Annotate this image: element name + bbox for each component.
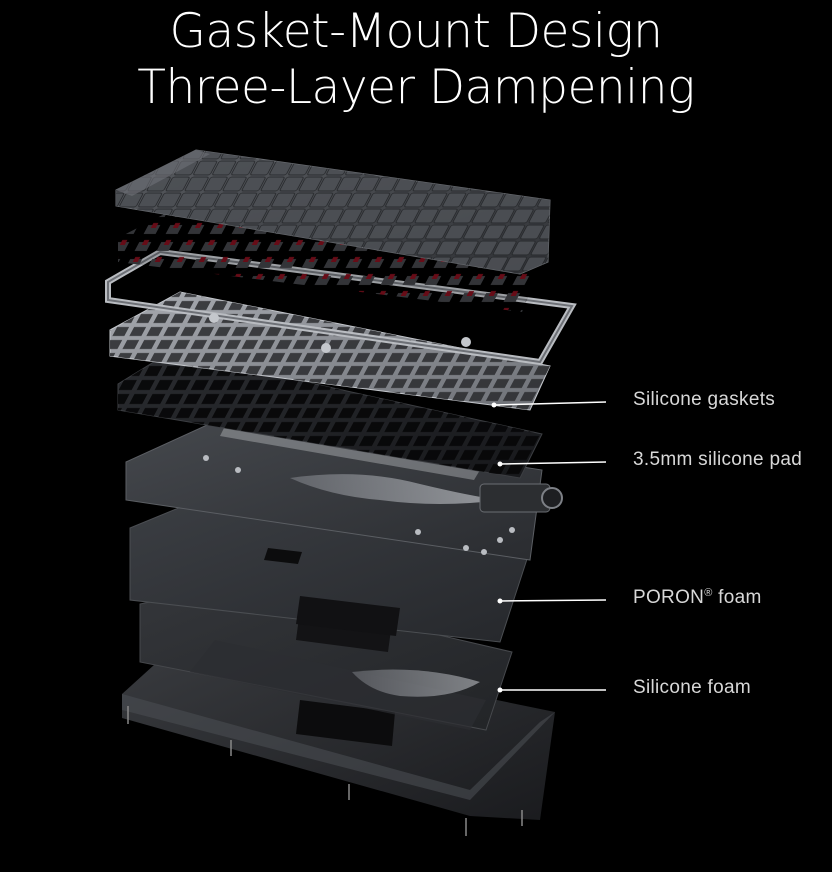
callout-silicone-foam: Silicone foam bbox=[633, 677, 751, 698]
callout-silicone-gaskets: Silicone gaskets bbox=[633, 389, 776, 410]
callout-line-gaskets bbox=[493, 401, 607, 406]
registered-mark: ® bbox=[704, 587, 713, 599]
callout-line-poron bbox=[499, 599, 607, 602]
page-title: Gasket-Mount Design Three-Layer Dampenin… bbox=[0, 4, 832, 116]
callout-line-pad bbox=[499, 461, 607, 465]
callout-lines bbox=[491, 401, 607, 693]
title-line-2: Three-Layer Dampening bbox=[137, 60, 695, 115]
keycaps-layer bbox=[115, 149, 551, 275]
title-line-1: Gasket-Mount Design bbox=[169, 4, 663, 59]
poron-foam-layer bbox=[129, 499, 529, 643]
switches-layer bbox=[118, 206, 540, 312]
callout-poron-foam: PORON® foam bbox=[633, 587, 762, 609]
callout-poron-suffix: foam bbox=[712, 587, 762, 608]
callout-silicone-pad: 3.5mm silicone pad bbox=[633, 449, 803, 470]
silicone-foam-layer bbox=[139, 585, 513, 731]
callout-poron-name: PORON bbox=[633, 587, 705, 608]
